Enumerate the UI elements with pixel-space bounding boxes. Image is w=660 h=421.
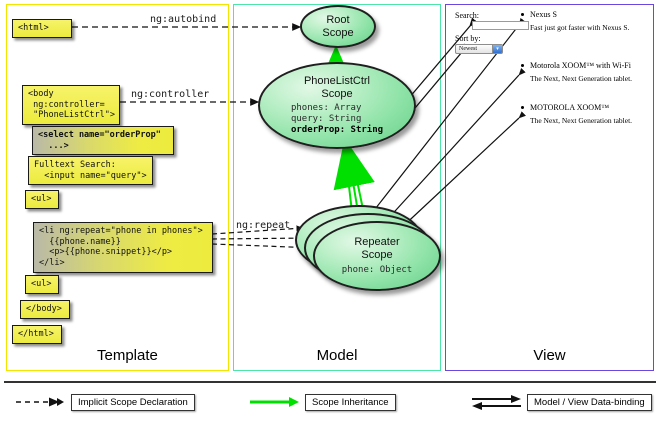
search-input[interactable] — [472, 21, 529, 30]
legend-item-model-view-data-binding: Model / View Data-binding — [470, 393, 652, 411]
legend-item-implicit-scope-declaration: Implicit Scope Declaration — [14, 393, 195, 411]
legend-label-implicit-scope-declaration: Implicit Scope Declaration — [71, 393, 195, 411]
edge-label-ng-controller: ng:controller — [131, 89, 210, 100]
scope-root-title: Root Scope — [322, 13, 354, 39]
code-box-fulltext-search[interactable]: Fulltext Search: <input name="query"> — [28, 156, 153, 186]
panel-model: Model — [233, 4, 441, 371]
edge-label-ng-autobind: ng:autobind — [150, 14, 217, 25]
legend-label-model-view-data-binding: Model / View Data-binding — [527, 393, 652, 411]
sort-by-selected-value: Newest — [459, 46, 477, 52]
phone-snippet: Fast just got faster with Nexus S. — [530, 23, 630, 32]
panel-template-title: Template — [97, 347, 158, 364]
edge-label-ng-repeat: ng:repeat — [236, 220, 291, 231]
code-box-ul-close[interactable]: <ul> — [25, 275, 59, 294]
phone-name: MOTOROLA XOOM™ — [530, 103, 610, 112]
dashed-arrow-icon — [16, 397, 64, 407]
scope-phonelistctrl-title: PhoneListCtrl Scope — [303, 74, 371, 100]
scope-phonelistctrl[interactable]: PhoneListCtrl Scope phones: Array query:… — [258, 62, 416, 149]
code-box-ul-open[interactable]: <ul> — [25, 190, 59, 209]
code-box-body-close[interactable]: </body> — [20, 300, 70, 319]
phone-snippet: The Next, Next Generation tablet. — [530, 74, 633, 83]
scope-repeater-props: phone: Object — [342, 265, 412, 276]
code-box-body-open[interactable]: <body ng:controller= "PhoneListCtrl"> — [22, 85, 120, 125]
phone-snippet: The Next, Next Generation tablet. — [530, 116, 633, 125]
double-arrow-icon — [472, 395, 521, 410]
footer-divider — [4, 381, 656, 383]
sort-by-select[interactable]: Newest ▾ — [455, 44, 503, 54]
scope-prop-phone: phone: Object — [341, 264, 413, 275]
scope-phonelistctrl-props: phones: Array query: String orderProp: S… — [291, 103, 383, 136]
bullet-icon — [521, 63, 524, 67]
phone-name: Nexus S — [530, 10, 557, 19]
legend-item-scope-inheritance: Scope Inheritance — [248, 393, 396, 411]
panel-view-title: View — [533, 347, 566, 364]
scope-repeater-title: Repeater Scope — [354, 236, 400, 262]
code-box-select-orderprop[interactable]: <select name="orderProp" ...> — [32, 126, 174, 156]
chevron-down-icon: ▾ — [492, 45, 502, 53]
code-box-html-close[interactable]: </html> — [12, 325, 62, 344]
scope-prop-phones: phones: Array — [290, 103, 362, 114]
panel-model-title: Model — [316, 347, 358, 364]
green-arrow-icon — [250, 397, 299, 407]
scope-repeater[interactable]: Repeater Scope phone: Object — [313, 221, 441, 291]
scope-prop-query: query: String — [290, 114, 362, 125]
code-box-li-ng-repeat[interactable]: <li ng:repeat="phone in phones"> {{phone… — [33, 222, 213, 273]
code-box-html-open[interactable]: <html> — [12, 19, 72, 38]
panel-view: View — [445, 4, 654, 371]
search-label: Search: — [455, 11, 479, 20]
legend-label-scope-inheritance: Scope Inheritance — [305, 393, 396, 411]
bullet-icon — [521, 12, 524, 16]
legend: Implicit Scope Declaration Scope Inherit… — [0, 389, 660, 419]
sort-by-label: Sort by: — [455, 34, 481, 43]
scope-root[interactable]: Root Scope — [300, 5, 376, 48]
phone-name: Motorola XOOM™ with Wi-Fi — [530, 61, 631, 70]
scope-prop-orderprop: orderProp: String — [290, 125, 384, 136]
bullet-icon — [521, 105, 524, 109]
